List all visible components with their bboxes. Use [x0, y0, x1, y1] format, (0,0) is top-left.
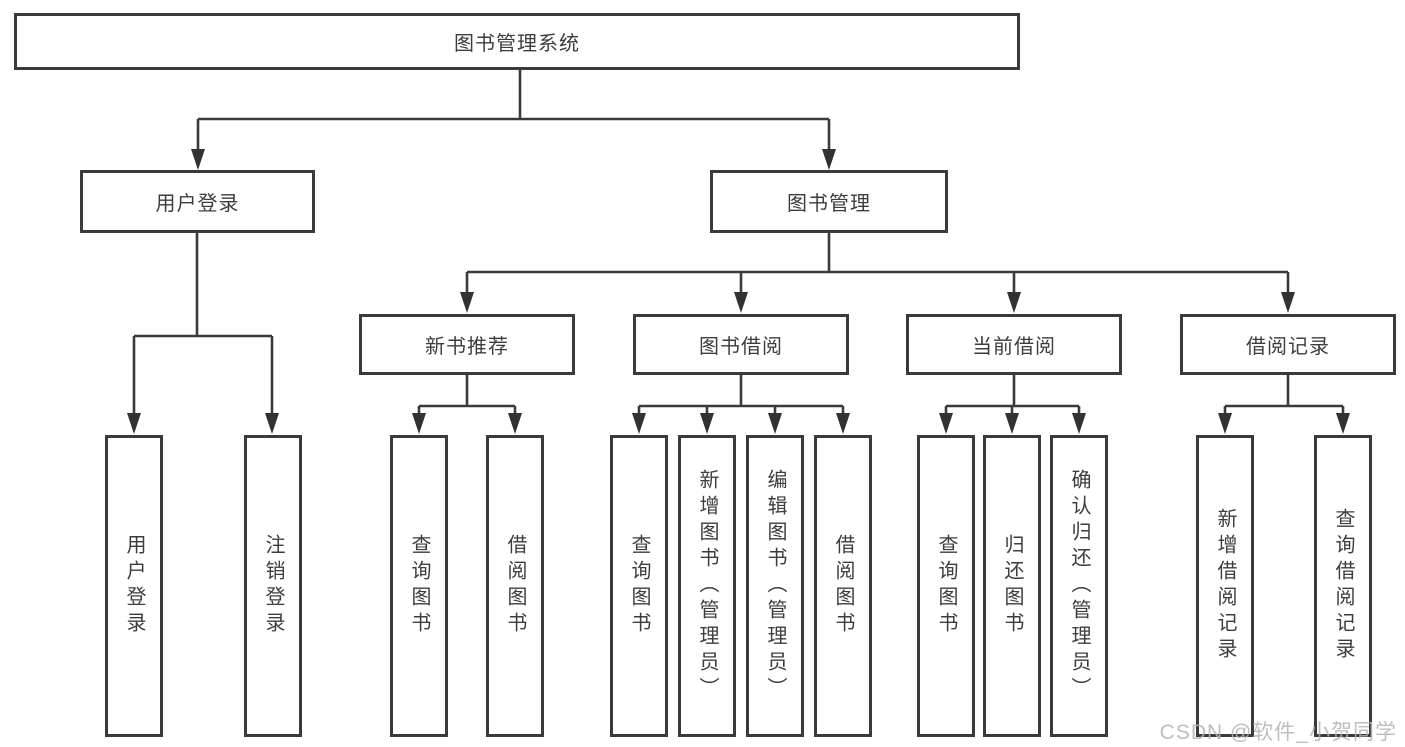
node-label: 当前借阅: [972, 336, 1056, 358]
node-book-borrowing: 图书借阅: [633, 314, 849, 375]
arrowhead: [1007, 292, 1021, 313]
node-label: 查询图书: [408, 534, 430, 638]
leaf-user-login: 用户登录: [105, 435, 163, 737]
arrowhead: [191, 149, 205, 170]
node-label: 用户登录: [123, 534, 145, 638]
arrowhead: [127, 413, 141, 434]
leaf-borrow-books: 借阅图书: [814, 435, 872, 737]
arrowhead: [1218, 413, 1232, 434]
node-label: 注销登录: [262, 534, 284, 638]
arrowhead: [460, 292, 474, 313]
connector-newbooks-to-leaves: [417, 375, 517, 418]
node-current-borrowing: 当前借阅: [906, 314, 1122, 375]
leaf-query-books-current: 查询图书: [917, 435, 975, 737]
node-label: 借阅图书: [832, 534, 854, 638]
arrowhead: [508, 413, 522, 434]
arrowhead: [1005, 413, 1019, 434]
node-label: 新增借阅记录: [1214, 508, 1236, 664]
node-book-management: 图书管理: [710, 170, 948, 233]
node-label: 查询图书: [935, 534, 957, 638]
node-borrowing-records: 借阅记录: [1180, 314, 1396, 375]
node-label: 图书管理: [787, 193, 871, 215]
leaf-add-borrow-record: 新增借阅记录: [1196, 435, 1254, 737]
node-label: 编辑图书（管理员）: [764, 469, 786, 703]
node-label: 新增图书（管理员）: [696, 469, 718, 703]
arrowhead: [1072, 413, 1086, 434]
node-label: 图书管理系统: [454, 33, 580, 55]
arrowhead: [265, 413, 279, 434]
node-label: 借阅记录: [1246, 336, 1330, 358]
leaf-logout: 注销登录: [244, 435, 302, 737]
leaf-query-books-recommend: 查询图书: [390, 435, 448, 737]
leaf-add-books-admin: 新增图书（管理员）: [678, 435, 736, 737]
connector-current-to-leaves: [944, 375, 1081, 418]
node-new-book-recommend: 新书推荐: [359, 314, 575, 375]
connector-root-to-level2: [196, 70, 831, 154]
arrowhead: [939, 413, 953, 434]
node-label: 新书推荐: [425, 336, 509, 358]
arrowhead: [700, 413, 714, 434]
node-label: 借阅图书: [504, 534, 526, 638]
node-root-system: 图书管理系统: [14, 13, 1020, 70]
node-label: 查询借阅记录: [1332, 508, 1354, 664]
node-user-login: 用户登录: [80, 170, 315, 233]
arrowhead: [1281, 292, 1295, 313]
arrowhead: [768, 413, 782, 434]
node-label: 用户登录: [155, 193, 240, 215]
arrowhead: [734, 292, 748, 313]
arrowhead: [836, 413, 850, 434]
leaf-query-books-borrow: 查询图书: [610, 435, 668, 737]
arrowhead: [412, 413, 426, 434]
arrowhead: [632, 413, 646, 434]
leaf-edit-books-admin: 编辑图书（管理员）: [746, 435, 804, 737]
connector-borrow-to-leaves: [637, 375, 845, 418]
csdn-watermark: CSDN @软件_小贺同学: [1159, 721, 1397, 744]
leaf-borrow-books-recommend: 借阅图书: [486, 435, 544, 737]
leaf-return-books: 归还图书: [983, 435, 1041, 737]
connector-records-to-leaves: [1223, 375, 1345, 418]
node-label: 确认归还（管理员）: [1068, 469, 1090, 703]
leaf-query-borrow-record: 查询借阅记录: [1314, 435, 1372, 737]
connector-mgmt-to-level3: [465, 233, 1290, 297]
node-label: 归还图书: [1001, 534, 1023, 638]
node-label: 图书借阅: [699, 336, 783, 358]
leaf-confirm-return-admin: 确认归还（管理员）: [1050, 435, 1108, 737]
node-label: 查询图书: [628, 534, 650, 638]
connector-login-to-leaves: [132, 233, 274, 418]
arrowhead: [822, 149, 836, 170]
arrowhead: [1336, 413, 1350, 434]
